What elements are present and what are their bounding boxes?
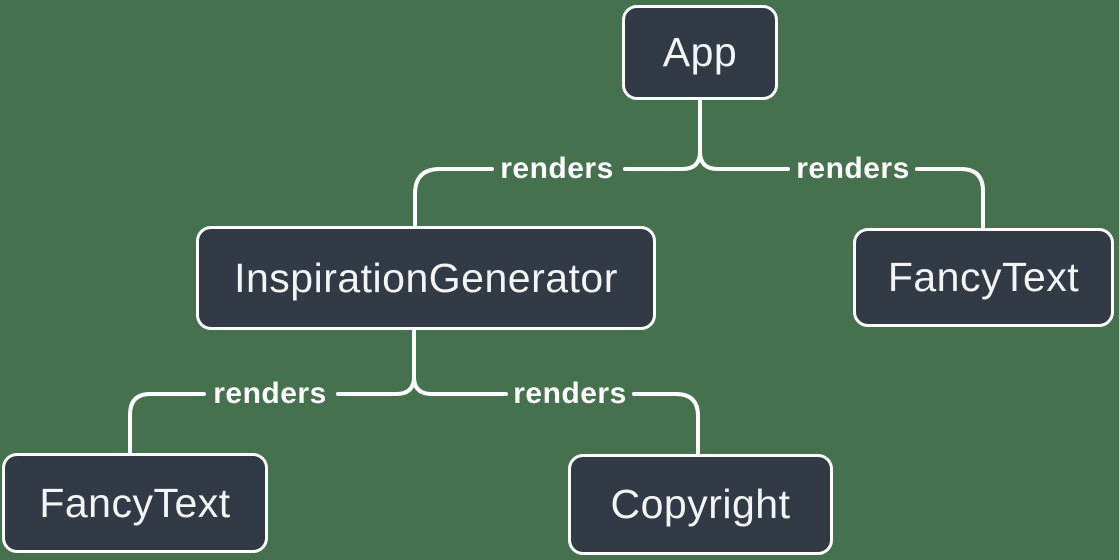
node-fancytext-left: FancyText: [2, 453, 268, 553]
node-app-label: App: [662, 29, 738, 75]
edge-label-renders-app-fancytext: renders: [796, 152, 910, 185]
node-inspiration-generator-label: InspirationGenerator: [234, 254, 618, 301]
edge-inspirationgenerator-to-fancytext-end: [128, 392, 206, 455]
node-app: App: [622, 5, 778, 100]
edge-label-renders-inspirationgenerator-copyright: renders: [513, 377, 627, 410]
edge-app-to-fancytext-end: [915, 167, 985, 230]
edge-label-renders-inspirationgenerator-fancytext: renders: [213, 377, 327, 410]
node-copyright: Copyright: [568, 454, 833, 555]
edge-label-renders-app-inspirationgenerator: renders: [500, 152, 614, 185]
node-fancytext-right-label: FancyText: [887, 254, 1080, 300]
node-inspiration-generator: InspirationGenerator: [196, 226, 656, 330]
edge-app-to-inspirationgenerator-start: [623, 98, 702, 171]
edge-app-to-inspirationgenerator-end: [413, 167, 494, 228]
node-fancytext-right: FancyText: [853, 228, 1114, 327]
node-copyright-label: Copyright: [610, 481, 791, 527]
edge-app-to-fancytext-start: [698, 98, 790, 171]
edge-inspirationgenerator-to-copyright-start: [412, 328, 508, 396]
node-fancytext-left-label: FancyText: [39, 479, 231, 526]
edge-inspirationgenerator-to-copyright-end: [632, 392, 700, 456]
edge-inspirationgenerator-to-fancytext-start: [336, 328, 416, 396]
